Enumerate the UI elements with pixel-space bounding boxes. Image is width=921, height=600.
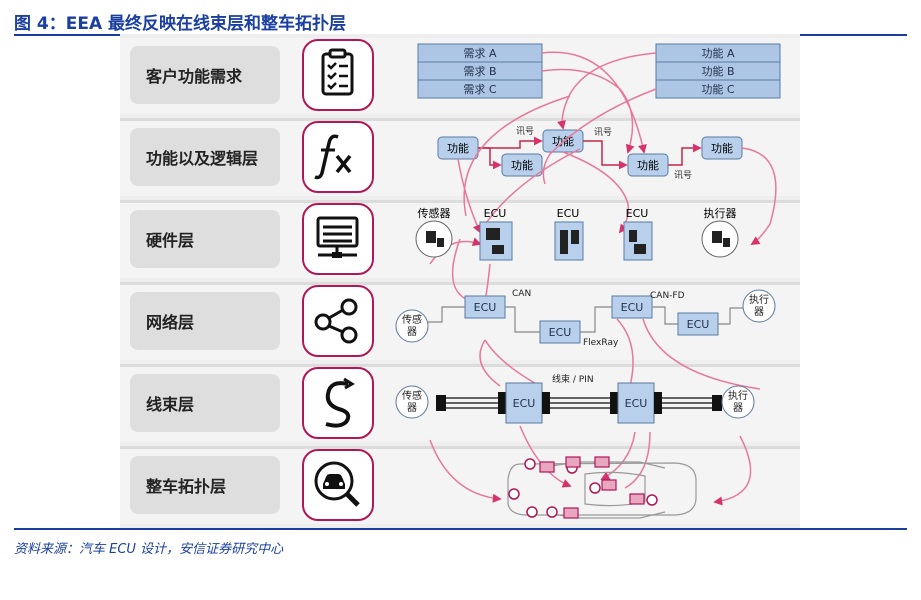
mapping-connectors — [429, 51, 777, 506]
demand-c: 需求 C — [463, 83, 496, 96]
net-actuator-line1: 执行 — [749, 293, 769, 306]
can-label: CAN — [512, 289, 531, 299]
harness-sensor-line1: 传感 — [402, 389, 422, 402]
architecture-diagram: 需求 A 需求 B 需求 C 功能 A 功能 B 功能 C 功能 功能 功能 功… — [395, 43, 781, 519]
logic-func-2: 功能 — [511, 158, 533, 172]
hw-sensor-label: 传感器 — [418, 207, 451, 220]
hw-ecu-label-1: ECU — [484, 207, 507, 220]
demand-a: 需求 A — [463, 47, 496, 60]
clipboard-checklist-icon — [302, 39, 374, 111]
hardware-nodes: 传感器 ECU ECU ECU 执行器 — [415, 206, 739, 261]
figure-source: 资料来源：汽车 ECU 设计，安信证券研究中心 — [14, 542, 284, 557]
can-fd-label: CAN-FD — [650, 291, 685, 301]
figure-title: 图 4：EEA 最终反映在线束层和整车拓扑层 — [14, 14, 347, 34]
layer-label-logic: 功能以及逻辑层 — [130, 128, 280, 186]
stripe-3 — [120, 282, 800, 285]
car-outline — [507, 456, 697, 519]
layer-label-topology: 整车拓扑层 — [130, 456, 280, 514]
flexray-label: FlexRay — [583, 338, 619, 348]
layer-label-hardware: 硬件层 — [130, 210, 280, 268]
harness-actuator-line2: 器 — [733, 402, 743, 414]
harness-ecu-1: ECU — [513, 397, 536, 410]
stripe-4 — [120, 364, 800, 367]
hw-ecu-label-3: ECU — [626, 207, 649, 220]
signal-label-3: 讯号 — [674, 170, 692, 181]
title-rule-left — [14, 34, 120, 36]
net-ecu-1: ECU — [474, 301, 497, 314]
logic-func-1: 功能 — [447, 141, 469, 155]
logic-nodes: 功能 功能 功能 功能 功能 讯号 讯号 讯号 — [437, 126, 743, 181]
demand-b: 需求 B — [463, 65, 496, 78]
layer-label-network: 网络层 — [130, 292, 280, 350]
fx-function-icon — [302, 121, 374, 193]
net-sensor-line1: 传感 — [402, 313, 422, 326]
hw-actuator-label: 执行器 — [704, 206, 737, 220]
network-share-icon — [302, 285, 374, 357]
function-b: 功能 B — [701, 64, 734, 78]
function-a: 功能 A — [701, 46, 734, 60]
layer-label-requirements: 客户功能需求 — [130, 46, 280, 104]
harness-actuator-line1: 执行 — [728, 389, 748, 402]
layer-label-harness: 线束层 — [130, 374, 280, 432]
title-rule-right — [800, 34, 907, 36]
stripe-1 — [120, 118, 800, 121]
network-nodes: 传感 器 ECU ECU ECU ECU 执行 器 CAN CAN-FD Fle… — [395, 289, 776, 348]
net-actuator-line2: 器 — [754, 306, 764, 318]
harness-sensor-line2: 器 — [407, 402, 417, 414]
hardware-server-icon — [302, 203, 374, 275]
net-ecu-2: ECU — [549, 326, 572, 339]
function-table: 功能 A 功能 B 功能 C — [655, 43, 781, 99]
net-ecu-4: ECU — [687, 318, 710, 331]
wire-harness-icon — [302, 367, 374, 439]
harness-nodes: 传感 器 ECU 线束 / PIN ECU 执行 器 — [395, 373, 755, 424]
logic-func-4: 功能 — [637, 158, 659, 172]
net-sensor-line2: 器 — [407, 326, 417, 338]
signal-label-2: 讯号 — [594, 127, 612, 138]
diagram-panel: 客户功能需求 功能以及逻辑层 硬件层 网络层 线束层 整车拓扑层 — [120, 34, 800, 528]
car-magnifier-icon — [302, 449, 374, 521]
harness-wire-label: 线束 / PIN — [552, 373, 594, 385]
net-ecu-3: ECU — [621, 301, 644, 314]
logic-func-5: 功能 — [711, 141, 733, 155]
harness-ecu-2: ECU — [625, 397, 648, 410]
stripe-2 — [120, 200, 800, 203]
hw-ecu-label-2: ECU — [557, 207, 580, 220]
signal-label-1: 讯号 — [516, 126, 534, 137]
demand-table: 需求 A 需求 B 需求 C — [417, 43, 543, 99]
function-c: 功能 C — [701, 82, 734, 96]
bottom-rule — [14, 528, 907, 530]
stripe-5 — [120, 446, 800, 449]
